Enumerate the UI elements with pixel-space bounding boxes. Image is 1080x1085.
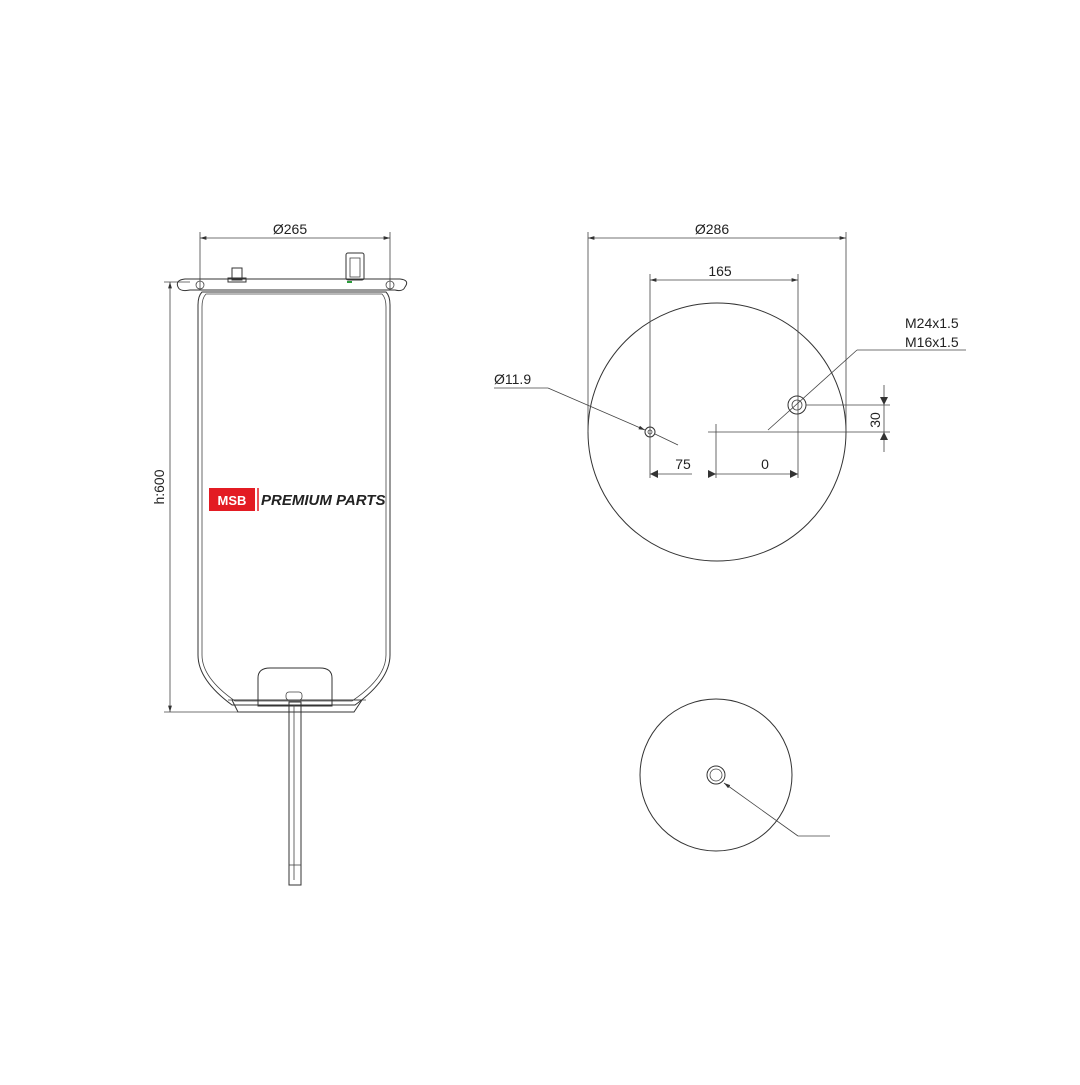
air-fitting — [345, 252, 365, 281]
top-bolt — [231, 267, 243, 281]
bottom-view-outline — [639, 698, 793, 852]
left-offset-label: 75 — [675, 456, 691, 472]
thread-label-m24: M24x1.5 — [905, 315, 959, 331]
bolt-hole — [644, 426, 656, 438]
bolt-spacing-label: 165 — [708, 263, 732, 279]
thread-leader-line — [767, 349, 858, 431]
hole-diameter-label: Ø11.9 — [494, 371, 531, 387]
top-plate — [176, 278, 408, 292]
top-bolt-base — [227, 277, 247, 283]
outer-diameter-label: Ø286 — [695, 221, 729, 237]
hole-leader-line — [547, 387, 646, 431]
brand-logo-box — [209, 488, 255, 511]
brand-name: PREMIUM PARTS — [261, 492, 385, 509]
bottom-view — [639, 698, 830, 852]
height-label: h:600 — [151, 469, 167, 504]
bellow-outline — [197, 291, 391, 706]
top-plate-hole-right — [385, 280, 395, 290]
top-view: Ø286 165 Ø11.9 M24x1.5 M16x1.5 30 75 — [494, 221, 966, 562]
bottom-stud-outer — [706, 765, 726, 785]
top-diameter-label: Ø265 — [273, 221, 307, 237]
thread-label-m16: M16x1.5 — [905, 334, 959, 350]
right-offset-label: 0 — [761, 456, 769, 472]
lower-stem — [288, 701, 302, 886]
air-fitting-inner — [349, 257, 361, 278]
piston-boss — [257, 667, 333, 707]
bellow-inner-outline — [201, 293, 387, 702]
vertical-offset-arrow-bottom — [880, 432, 888, 440]
vertical-offset-arrow-top — [880, 397, 888, 405]
top-plate-hole-left — [195, 280, 205, 290]
brand-logo: MSB PREMIUM PARTS — [209, 488, 385, 511]
bottom-stud-leader — [723, 782, 799, 837]
left-offset-arrow — [650, 470, 658, 478]
threaded-fitting-inner — [791, 399, 803, 411]
right-offset-arrow-right — [790, 470, 798, 478]
hole-leader-tail — [654, 433, 679, 446]
brand-logo-text: MSB — [218, 493, 247, 508]
side-view: Ø265 h:600 MSB PR — [151, 221, 408, 886]
bottom-stud-inner — [709, 768, 723, 782]
piston-nut — [285, 691, 303, 701]
right-offset-arrow-left — [708, 470, 716, 478]
vertical-offset-label: 30 — [867, 412, 883, 428]
bolt-hole-center — [647, 429, 653, 435]
